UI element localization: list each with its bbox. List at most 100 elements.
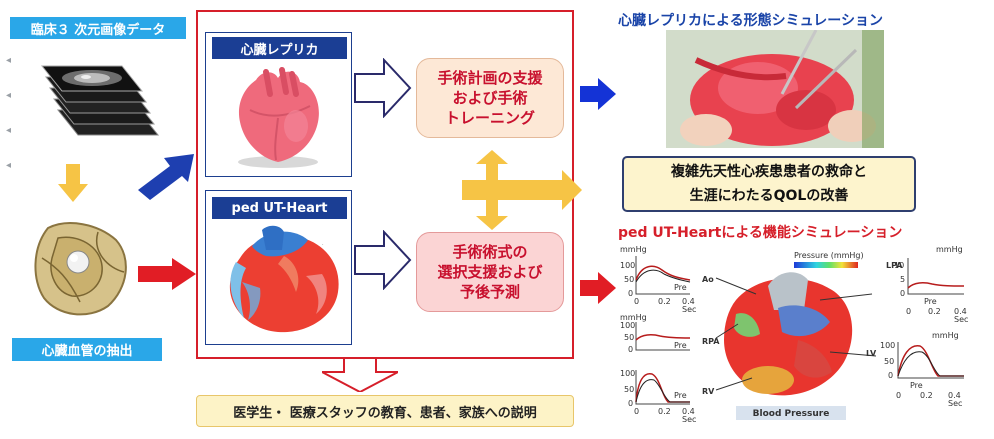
heart-model-shape xyxy=(742,366,794,394)
plot-ytick: 50 xyxy=(884,357,894,366)
plot-xtick: 0.4 xyxy=(682,297,695,306)
plot-ytick: 100 xyxy=(620,369,635,378)
plot-ytick: 100 xyxy=(620,261,635,270)
ct-slice-stack-image xyxy=(40,65,160,136)
plot-xtick: 0 xyxy=(634,407,639,416)
cardiovascular-extraction-label: 心臓血管の抽出 xyxy=(12,338,162,361)
outline-arrow-icon xyxy=(354,58,412,118)
plot-ytick: 0 xyxy=(628,345,633,354)
plot-xunit: Sec xyxy=(682,305,696,314)
procedure-support-line: 選択支援および xyxy=(437,263,543,281)
blood-pressure-simulation-figure: Pressure (mmHg) Blood Pressure mmHg 100 … xyxy=(620,245,968,424)
blood-pressure-label-bg xyxy=(736,406,846,420)
plot-name: Ao xyxy=(702,275,714,284)
plot-xunit: Sec xyxy=(954,315,968,324)
bidirectional-arrow-icon xyxy=(462,150,582,230)
heart-replica-image xyxy=(238,67,319,168)
leader-line xyxy=(829,351,877,357)
education-banner: 医学生・ 医療スタッフの教育、患者、家族への説明 xyxy=(196,395,574,427)
down-arrow-icon xyxy=(58,164,88,202)
down-arrow-icon xyxy=(322,358,398,392)
plot-name: LV xyxy=(866,349,877,358)
goal-line: 生涯にわたるQOLの改善 xyxy=(689,188,849,204)
plot-xtick: 0.2 xyxy=(928,307,941,316)
heart-replica-tag: 心臓レプリカ xyxy=(212,37,347,59)
pressure-colorbar xyxy=(794,262,858,268)
plot-pre-label: Pre xyxy=(924,297,937,306)
plot-xunit: Sec xyxy=(682,415,696,424)
ao-pressure-plot: mmHg 100 50 0 Pre Ao 0 0.2 0.4 Sec xyxy=(620,245,714,314)
bullet-marker: ◂ xyxy=(6,90,12,101)
pressure-legend-title: Pressure (mmHg) xyxy=(794,251,864,260)
heart-model-shape xyxy=(794,340,832,378)
rpa-pressure-plot: mmHg 100 50 0 Pre RPA xyxy=(620,313,720,354)
plot-unit: mmHg xyxy=(620,245,647,254)
heart-model-shape xyxy=(778,305,830,337)
plot-pre-label: Pre xyxy=(674,341,687,350)
procedure-selection-support-box: 手術術式の 選択支援および 予後予測 xyxy=(416,232,564,312)
plot-unit: mmHg xyxy=(620,313,647,322)
plot-ytick: 0 xyxy=(628,399,633,408)
heart-model-shape xyxy=(734,313,760,337)
education-text: 医学生・ 医療スタッフの教育、患者、家族への説明 xyxy=(233,405,537,421)
outline-arrow-icon xyxy=(354,230,412,290)
plot-ytick: 0 xyxy=(628,289,633,298)
right-arrow-icon xyxy=(580,272,616,304)
leader-line xyxy=(819,293,873,301)
morphological-simulation-heading: 心臓レプリカによる形態シミュレーション xyxy=(618,13,884,29)
plot-ytick: 10 xyxy=(894,261,904,270)
bullet-marker: ◂ xyxy=(6,160,12,171)
plot-xtick: 0.4 xyxy=(954,307,967,316)
plot-name: LPA xyxy=(886,261,903,270)
plot-ytick: 50 xyxy=(624,275,634,284)
procedure-support-line: 予後予測 xyxy=(459,283,520,301)
surgical-planning-support-box: 手術計画の支援 および手術 トレーニング xyxy=(416,58,564,138)
bullet-marker: ◂ xyxy=(6,125,12,136)
ut-heart-model-image: · xyxy=(229,225,339,333)
right-arrow-icon xyxy=(580,78,616,110)
goal-line: 複雑先天性心疾患患者の救命と xyxy=(671,164,867,180)
surgical-support-line: トレーニング xyxy=(444,109,535,127)
surgical-replica-photo xyxy=(666,30,884,148)
plot-xtick: 0.4 xyxy=(948,391,961,400)
ut-heart-tag: ped UT-Heart xyxy=(212,197,347,219)
treatment-goal-box: 複雑先天性心疾患患者の救命と 生涯にわたるQOLの改善 xyxy=(622,156,916,212)
clinical-image-data-label: 臨床３ 次元画像データ xyxy=(10,17,186,39)
surgical-support-line: および手術 xyxy=(452,89,528,107)
plot-xtick: 0.2 xyxy=(920,391,933,400)
plot-name: RV xyxy=(702,387,715,396)
plot-ytick: 50 xyxy=(624,385,634,394)
functional-simulation-heading: ped UT-Heartによる機能シミュレーション xyxy=(618,225,903,241)
heart-model-shape xyxy=(768,272,808,310)
plot-xtick: 0.2 xyxy=(658,407,671,416)
surgical-support-line: 手術計画の支援 xyxy=(437,69,543,87)
leader-line xyxy=(715,277,757,295)
plot-unit: mmHg xyxy=(932,331,959,340)
plot-ytick: 0 xyxy=(888,371,893,380)
lpa-pressure-plot: LPA mmHg 10 5 0 Pre 0 0.2 0.4 Sec xyxy=(886,245,968,324)
rv-pressure-plot: 100 50 0 Pre RV 0 0.2 0.4 Sec xyxy=(620,369,715,424)
plot-ytick: 5 xyxy=(900,275,905,284)
diagonal-arrow-icon xyxy=(138,154,194,200)
plot-xtick: 0 xyxy=(634,297,639,306)
plot-xtick: 0 xyxy=(896,391,901,400)
procedure-support-line: 手術術式の xyxy=(452,243,528,261)
right-arrow-icon xyxy=(138,258,196,290)
leader-line xyxy=(715,323,739,339)
plot-xunit: Sec xyxy=(948,399,962,408)
plot-pre-label: Pre xyxy=(910,381,923,390)
plot-ytick: 0 xyxy=(900,289,905,298)
plot-pre-label: Pre xyxy=(674,391,687,400)
plot-xtick: 0.4 xyxy=(682,407,695,416)
blood-pressure-label: Blood Pressure xyxy=(753,409,830,419)
plot-unit: mmHg xyxy=(936,245,963,254)
segmented-heart-image xyxy=(34,222,127,316)
plot-xtick: 0 xyxy=(906,307,911,316)
bullet-marker: ◂ xyxy=(6,55,12,66)
lv-pressure-plot: LV mmHg 100 50 0 Pre 0 0.2 0.4 Sec xyxy=(866,331,964,408)
leader-line xyxy=(715,377,753,391)
plot-ytick: 100 xyxy=(620,321,635,330)
plot-name: RPA xyxy=(702,337,720,346)
plot-pre-label: Pre xyxy=(674,283,687,292)
plot-ytick: 50 xyxy=(624,333,634,342)
